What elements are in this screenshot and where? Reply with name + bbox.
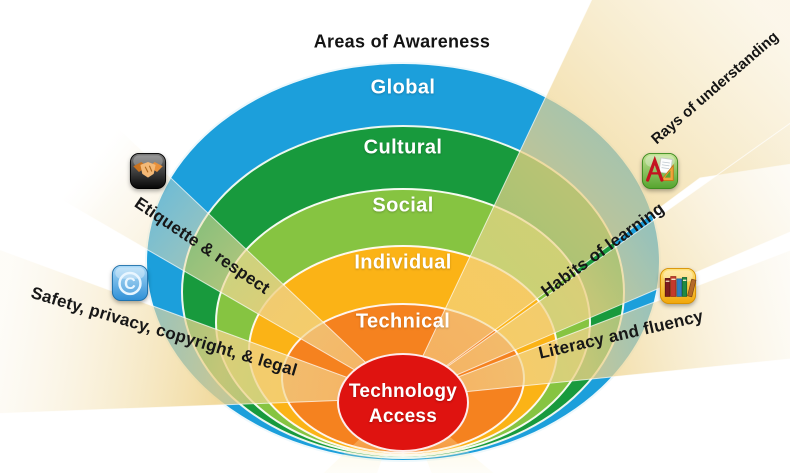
ray-habits: [402, 122, 790, 399]
copyright-icon: C: [111, 264, 149, 302]
ring-label-individual: Individual: [354, 251, 452, 274]
drafting-tools-icon: [641, 152, 679, 190]
core-label-line1: Technology: [348, 381, 458, 402]
core-label-line2: Access: [368, 406, 438, 427]
books-icon: [659, 267, 697, 305]
ray-understanding-corner: [402, 0, 790, 399]
ring-label-technical: Technical: [355, 310, 451, 333]
ring-label-global: Global: [370, 76, 436, 99]
ring-label-social: Social: [372, 194, 434, 217]
svg-text:C: C: [124, 275, 136, 293]
ring-technology-access: [337, 353, 469, 452]
page-title: Areas of Awareness: [313, 31, 491, 52]
core-label: Technology Access: [349, 379, 457, 429]
ray-safety: [0, 249, 404, 414]
ring-label-cultural: Cultural: [363, 136, 443, 159]
handshake-icon: [129, 152, 167, 190]
